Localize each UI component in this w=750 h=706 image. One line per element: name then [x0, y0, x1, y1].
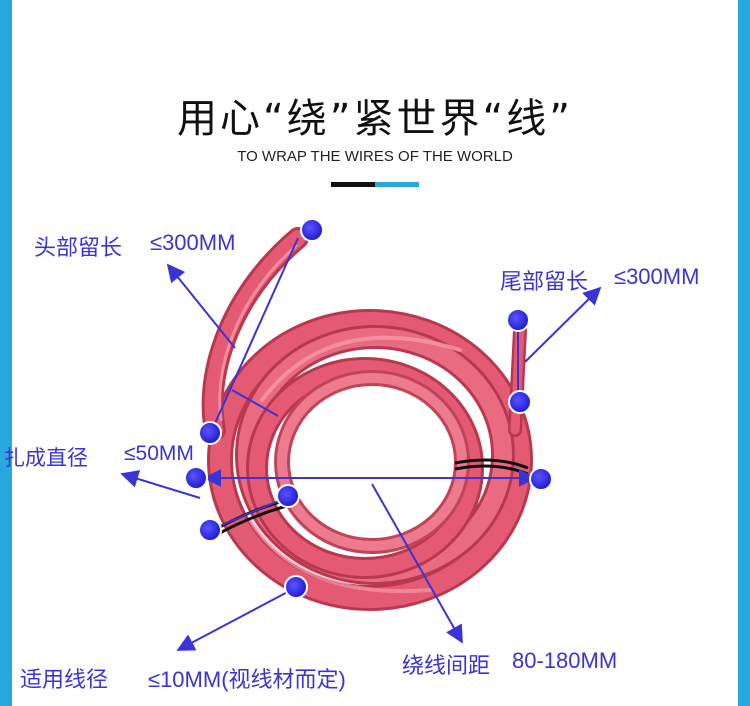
title-underline-blue: [375, 182, 419, 187]
wire-diameter-value: ≤10MM(视线材而定): [148, 667, 346, 692]
coil-spacing-pointer: [371, 483, 463, 644]
bundle-diameter-label: 扎成直径: [4, 446, 88, 470]
bundle-diameter-value: ≤50MM: [124, 442, 194, 465]
bundle-diameter-measure: [209, 496, 289, 531]
wire-diameter-label: 适用线径: [20, 668, 109, 693]
wire-diameter-pointer: [176, 587, 296, 651]
marker-dots: [184, 218, 553, 599]
coil-spacing-value: 80-180MM: [512, 648, 618, 673]
head-length-tick: [231, 389, 279, 417]
title-underline-dark: [331, 182, 375, 187]
marker-dot: [198, 421, 222, 445]
marker-dot: [506, 308, 530, 332]
cable-coil: [207, 309, 533, 611]
marker-dot: [198, 518, 222, 542]
marker-dot: [529, 467, 553, 491]
marker-dot: [508, 390, 532, 414]
head-length-pointer: [166, 263, 236, 349]
tail-length-value: ≤300MM: [614, 264, 700, 289]
head-length-measure: [211, 237, 299, 431]
head-length-value: ≤300MM: [150, 230, 236, 255]
cable-head-tail: [201, 227, 309, 441]
marker-dot: [300, 218, 324, 242]
page-subtitle: TO WRAP THE WIRES OF THE WORLD: [237, 148, 513, 165]
head-length-label: 头部留长: [34, 236, 123, 261]
annotation-lines: [120, 237, 602, 651]
marker-dot: [284, 575, 308, 599]
tail-length-label: 尾部留长: [500, 270, 589, 295]
coil-spacing-label: 绕线间距: [402, 654, 491, 679]
marker-dot: [276, 484, 300, 508]
bundle-diameter-pointer: [120, 470, 201, 499]
page-title: 用心“绕”紧世界“线”: [177, 96, 573, 142]
tail-length-pointer: [524, 286, 602, 363]
marker-dot: [184, 466, 208, 490]
